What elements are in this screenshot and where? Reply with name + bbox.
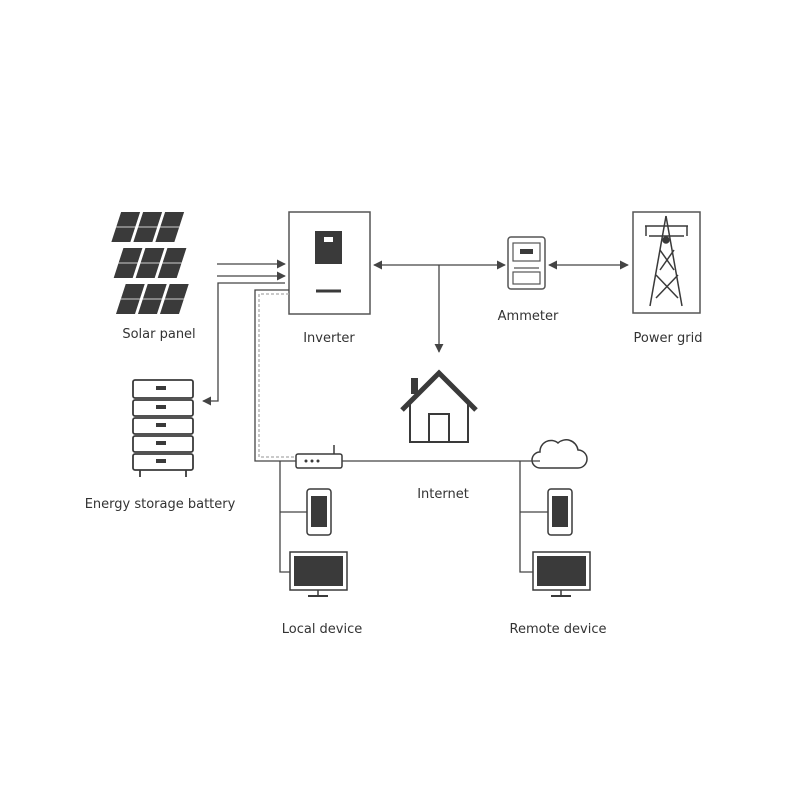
ammeter-label: Ammeter bbox=[497, 309, 559, 324]
monitor-icon bbox=[289, 551, 348, 597]
local-device-label: Local device bbox=[281, 622, 363, 637]
monitor-icon bbox=[532, 551, 591, 597]
power-grid-tower-icon bbox=[632, 211, 701, 314]
solar-panel-icon bbox=[111, 212, 189, 314]
inverter-label: Inverter bbox=[303, 331, 355, 346]
communication-line bbox=[258, 293, 296, 458]
router-icon bbox=[295, 445, 343, 469]
battery-label: Energy storage battery bbox=[84, 497, 236, 512]
house-icon bbox=[400, 369, 478, 443]
internet-label: Internet bbox=[417, 487, 469, 502]
smartphone-icon bbox=[547, 488, 573, 536]
cloud-icon bbox=[531, 439, 588, 469]
inverter-icon bbox=[288, 211, 371, 315]
remote-device-label: Remote device bbox=[509, 622, 607, 637]
smartphone-icon bbox=[306, 488, 332, 536]
power-grid-label: Power grid bbox=[633, 331, 703, 346]
solar-panel-label: Solar panel bbox=[122, 327, 196, 342]
ammeter-icon bbox=[507, 236, 546, 290]
connector-lines bbox=[202, 259, 629, 573]
